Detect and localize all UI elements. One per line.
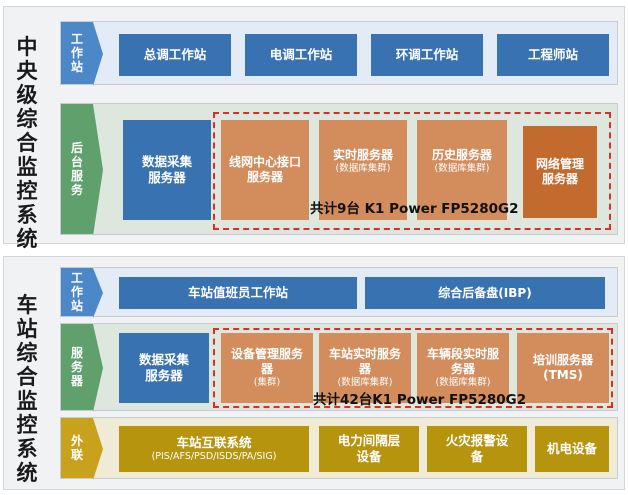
central-backend-row: 后台服务 数据采集服务器 线网中心接口服务器 实时服务器 (数据库集群) 历史服… [60,103,618,236]
chevron-right-icon [93,418,103,480]
chevron-right-icon [93,104,103,236]
station-realtime-server[interactable]: 车站实时服务器 (数据库集群) [319,333,411,403]
station-equip-sub: (集群) [253,377,281,388]
central-realtime-sub: (数据库集群) [335,163,391,174]
station-workstation-tab: 工作站 [61,268,93,316]
station-training-label: 培训服务器(TMS) [532,353,593,382]
central-backend-tab: 后台服务 [61,104,93,234]
station-power-equipment[interactable]: 电力间隔层设备 [319,426,419,472]
station-server-tab: 服务器 [61,324,93,410]
central-realtime-label: 实时服务器 [332,148,393,162]
station-fire-alarm-equipment[interactable]: 火灾报警设备 [427,426,527,472]
station-title: 车站综合监控系统 [16,293,38,485]
station-depot-server[interactable]: 车辆段实时服务器 (数据库集群) [417,333,509,403]
chevron-right-icon [93,324,103,412]
central-workstation-tab: 工作站 [61,22,93,84]
chevron-right-icon [93,268,103,318]
central-line-center-label: 线网中心接口服务器 [228,155,301,184]
station-interconnect-label: 车站互联系统 [176,435,252,450]
station-external-row: 外联 车站互联系统 (PIS/AFS/PSD/ISDS/PA/SIG) 电力间隔… [60,417,618,480]
central-history-server[interactable]: 历史服务器 (数据库集群) [417,120,507,220]
central-ws-engineer[interactable]: 工程师站 [497,34,609,76]
central-workstation-row: 工作站 总调工作站 电调工作站 环调工作站 工程师站 [60,21,618,86]
station-interconnect-sub: (PIS/AFS/PSD/ISDS/PA/SIG) [151,451,277,462]
station-external-tab-label: 外联 [70,434,83,462]
station-mech-equipment[interactable]: 机电设备 [535,426,609,472]
station-depot-sub: (数据库集群) [435,377,491,388]
chevron-right-icon [93,22,103,86]
station-equip-server[interactable]: 设备管理服务器 (集群) [221,333,313,403]
station-data-server[interactable]: 数据采集服务器 [119,333,209,403]
station-equip-label: 设备管理服务器 [231,347,304,376]
station-training-server[interactable]: 培训服务器(TMS) [517,333,609,403]
central-data-server[interactable]: 数据采集服务器 [123,120,211,220]
station-server-tab-label: 服务器 [70,346,83,388]
station-realtime-label: 车站实时服务器 [329,347,402,376]
station-server-group-outline [213,328,613,408]
station-depot-label: 车辆段实时服务器 [426,347,499,376]
central-history-label: 历史服务器 [431,148,492,162]
central-history-sub: (数据库集群) [434,163,490,174]
station-section: 车站综合监控系统 工作站 车站值班员工作站 综合后备盘(IBP) 服务器 数据采… [3,256,625,490]
station-ibp-panel[interactable]: 综合后备盘(IBP) [365,277,605,309]
central-ws-environment[interactable]: 环调工作站 [371,34,483,76]
station-workstation-row: 工作站 车站值班员工作站 综合后备盘(IBP) [60,267,618,318]
station-workstation-tab-label: 工作站 [70,271,83,313]
central-backend-tab-label: 后台服务 [70,141,83,197]
central-realtime-server[interactable]: 实时服务器 (数据库集群) [319,120,407,220]
central-workstation-tab-label: 工作站 [70,32,83,74]
central-ws-general[interactable]: 总调工作站 [119,34,231,76]
central-server-total: 共计9台 K1 Power FP5280G2 [310,201,519,217]
central-network-server[interactable]: 网络管理服务器 [523,126,597,218]
station-external-tab: 外联 [61,418,93,478]
central-ws-power[interactable]: 电调工作站 [245,34,357,76]
station-realtime-sub: (数据库集群) [337,377,393,388]
station-duty-workstation[interactable]: 车站值班员工作站 [119,277,357,309]
central-line-center-server[interactable]: 线网中心接口服务器 [221,120,309,220]
central-section: 中央级综合监控系统 工作站 总调工作站 电调工作站 环调工作站 工程师站 后台服… [3,6,625,251]
station-server-total: 共计42台K1 Power FP5280G2 [313,392,527,408]
central-title: 中央级综合监控系统 [16,35,38,251]
station-interconnect-system[interactable]: 车站互联系统 (PIS/AFS/PSD/ISDS/PA/SIG) [119,426,309,472]
central-server-group-outline [213,112,611,230]
central-network-label: 网络管理服务器 [535,157,584,186]
station-server-row: 服务器 数据采集服务器 设备管理服务器 (集群) 车站实时服务器 (数据库集群)… [60,323,618,412]
